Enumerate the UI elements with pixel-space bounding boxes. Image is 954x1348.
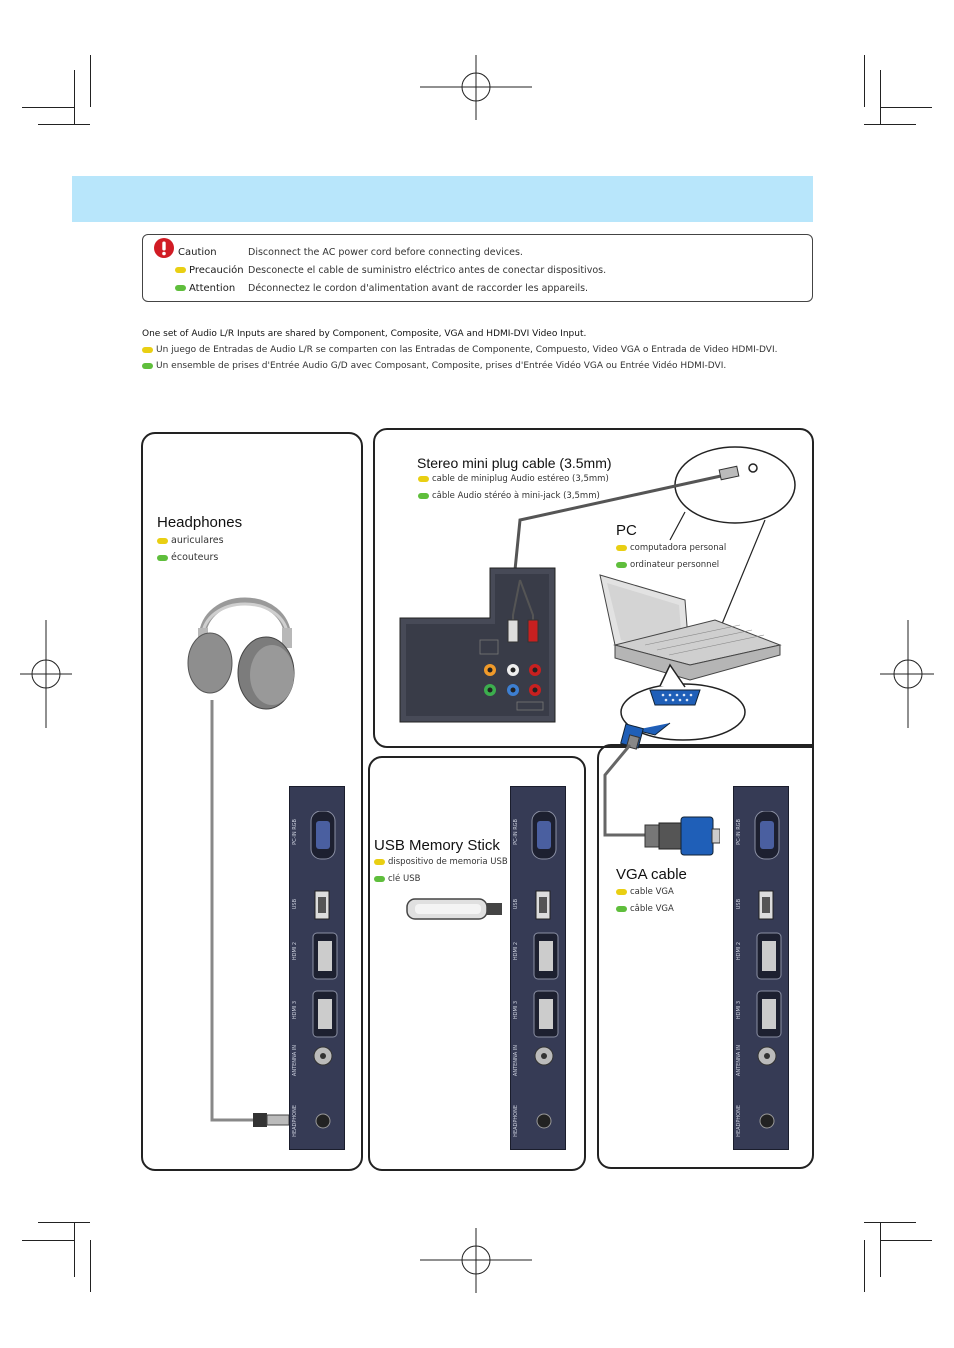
note-fr: Un ensemble de prises d'Entrée Audio G/D… bbox=[142, 361, 726, 371]
caution-es: Precaución Desconecte el cable de sumini… bbox=[175, 265, 606, 276]
port-label-usb: USB bbox=[513, 899, 519, 910]
tv-side-panel-vga: PC-IN RGB USB HDMI 2 HDMI 3 ANTENNA IN H… bbox=[733, 786, 789, 1150]
stereo-es: cable de miniplug Audio estéreo (3,5mm) bbox=[418, 474, 609, 484]
usb-stick-icon bbox=[406, 898, 502, 920]
section-banner bbox=[72, 176, 813, 222]
port-label-headphone: HEADPHONE bbox=[513, 1105, 519, 1137]
french-dot-icon bbox=[175, 285, 186, 291]
registration-mark-top bbox=[420, 55, 532, 120]
caution-label-fr: Attention bbox=[189, 283, 236, 294]
vga-es: cable VGA bbox=[616, 887, 674, 897]
spanish-dot-icon bbox=[175, 267, 186, 273]
port-label-antenna: ANTENNA IN bbox=[292, 1045, 298, 1077]
warning-icon bbox=[154, 238, 174, 258]
usb-es: dispositivo de memoria USB bbox=[374, 857, 508, 867]
port-label-hdmi2: HDMI 2 bbox=[292, 942, 298, 961]
caution-box: Caution Disconnect the AC power cord bef… bbox=[142, 234, 813, 302]
port-icons bbox=[531, 811, 559, 1129]
caution-label: Caution bbox=[178, 247, 217, 258]
stereo-title: Stereo mini plug cable (3.5mm) bbox=[417, 455, 612, 471]
stereo-fr: câble Audio stéréo à mini-jack (3,5mm) bbox=[418, 491, 600, 501]
port-label-hdmi3: HDMI 3 bbox=[736, 1001, 742, 1020]
french-dot-icon bbox=[157, 554, 168, 561]
vga-title: VGA cable bbox=[616, 866, 687, 883]
headphones-panel bbox=[141, 432, 363, 1171]
port-label-usb: USB bbox=[736, 899, 742, 910]
pc-fr: ordinateur personnel bbox=[616, 560, 719, 570]
headphones-icon bbox=[187, 597, 295, 710]
french-dot-icon bbox=[616, 561, 627, 568]
registration-mark-right bbox=[880, 620, 934, 728]
spanish-dot-icon bbox=[157, 537, 168, 544]
pc-connection-diagram bbox=[399, 446, 796, 750]
spanish-dot-icon bbox=[142, 346, 153, 353]
port-label-antenna: ANTENNA IN bbox=[736, 1045, 742, 1077]
port-label-pc-in: PC-IN RGB bbox=[513, 819, 519, 845]
port-label-headphone: HEADPHONE bbox=[736, 1105, 742, 1137]
port-label-hdmi2: HDMI 2 bbox=[736, 942, 742, 961]
spanish-dot-icon bbox=[616, 544, 627, 551]
french-dot-icon bbox=[374, 875, 385, 882]
pc-es: computadora personal bbox=[616, 543, 726, 553]
port-label-antenna: ANTENNA IN bbox=[513, 1045, 519, 1077]
caution-text: Disconnect the AC power cord before conn… bbox=[248, 247, 523, 258]
headphones-es: auriculares bbox=[157, 535, 224, 546]
caution-label-es: Precaución bbox=[189, 265, 244, 276]
registration-mark-bottom bbox=[420, 1228, 532, 1293]
tv-side-panel-headphones: PC-IN RGB USB HDMI 2 HDMI 3 ANTENNA IN H… bbox=[289, 786, 345, 1150]
port-icons bbox=[754, 811, 782, 1129]
note-en: One set of Audio L/R Inputs are shared b… bbox=[142, 329, 587, 339]
headphone-cable bbox=[210, 700, 290, 1127]
headphones-title: Headphones bbox=[157, 514, 243, 531]
spanish-dot-icon bbox=[616, 888, 627, 895]
spanish-dot-icon bbox=[374, 858, 385, 865]
usb-fr: clé USB bbox=[374, 874, 420, 884]
port-label-pc-in: PC-IN RGB bbox=[736, 819, 742, 845]
usb-title: USB Memory Stick bbox=[374, 837, 500, 854]
spanish-dot-icon bbox=[418, 475, 429, 482]
port-label-pc-in: PC-IN RGB bbox=[292, 819, 298, 845]
french-dot-icon bbox=[142, 362, 153, 369]
port-icons bbox=[310, 811, 338, 1129]
usb-panel bbox=[368, 756, 586, 1171]
headphones-fr: écouteurs bbox=[157, 552, 218, 563]
port-label-hdmi3: HDMI 3 bbox=[513, 1001, 519, 1020]
note-es: Un juego de Entradas de Audio L/R se com… bbox=[142, 345, 777, 355]
port-label-usb: USB bbox=[292, 899, 298, 910]
port-label-hdmi2: HDMI 2 bbox=[513, 942, 519, 961]
caution-text-es: Desconecte el cable de suministro eléctr… bbox=[248, 265, 607, 276]
pc-audio-panel bbox=[373, 428, 814, 748]
caution-fr: Attention Déconnectez le cordon d'alimen… bbox=[175, 283, 588, 294]
tv-side-panel-usb: PC-IN RGB USB HDMI 2 HDMI 3 ANTENNA IN H… bbox=[510, 786, 566, 1150]
caution-text-fr: Déconnectez le cordon d'alimentation ava… bbox=[248, 283, 589, 294]
pc-title: PC bbox=[616, 522, 637, 539]
port-label-headphone: HEADPHONE bbox=[292, 1105, 298, 1137]
vga-panel bbox=[597, 744, 814, 1169]
vga-cable bbox=[603, 744, 720, 856]
port-label-hdmi3: HDMI 3 bbox=[292, 1001, 298, 1020]
french-dot-icon bbox=[418, 492, 429, 499]
vga-fr: câble VGA bbox=[616, 904, 674, 914]
registration-mark-left bbox=[20, 620, 72, 728]
french-dot-icon bbox=[616, 905, 627, 912]
